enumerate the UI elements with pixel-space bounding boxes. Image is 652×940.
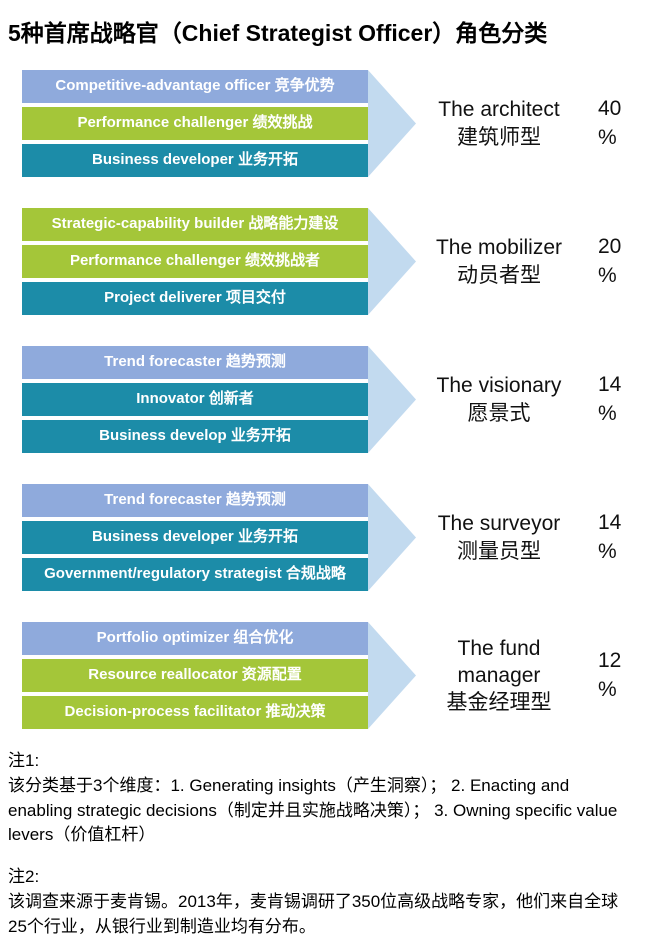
bars-stack: Strategic-capability builder 战略能力建设 Perf… [22,208,368,315]
role-percent: 40 % [598,95,642,152]
bar-segment: Trend forecaster 趋势预测 [22,484,368,517]
bars-stack: Trend forecaster 趋势预测 Business developer… [22,484,368,591]
role-group-architect: Competitive-advantage officer 竞争优势 Perfo… [22,70,642,177]
note-2: 注2: 该调查来源于麦肯锡。2013年，麦肯锡调研了350位高级战略专家，他们来… [8,865,626,939]
page-title: 5种首席战略官（Chief Strategist Officer）角色分类 [8,20,548,46]
role-name-en: The architect [438,98,560,122]
role-group-visionary: Trend forecaster 趋势预测 Innovator 创新者 Busi… [22,346,642,453]
role-name-zh: 愿景式 [467,401,531,425]
note-2-heading: 注2: [8,867,40,887]
percent-unit: % [598,263,617,287]
bars-stack: Trend forecaster 趋势预测 Innovator 创新者 Busi… [22,346,368,453]
percent-unit: % [598,539,617,563]
role-name-en: The mobilizer [435,236,563,260]
arrow-right-icon [368,622,416,729]
role-label: The surveyor 测量员型 [424,510,574,565]
bar-segment: Business developer 业务开拓 [22,144,368,177]
percent-value: 40 [598,97,622,121]
role-percent: 14 % [598,371,642,428]
bar-segment: Decision-process facilitator 推动决策 [22,696,368,729]
role-name-zh: 基金经理型 [446,691,552,715]
bar-segment: Performance challenger 绩效挑战者 [22,245,368,278]
role-group-fund-manager: Portfolio optimizer 组合优化 Resource reallo… [22,622,642,729]
bars-stack: Competitive-advantage officer 竞争优势 Perfo… [22,70,368,177]
percent-value: 20 [598,235,622,259]
role-label: The visionary 愿景式 [424,372,574,427]
bar-segment: Government/regulatory strategist 合规战略 [22,558,368,591]
note-1-heading: 注1: [8,751,40,770]
role-name-en: The fund manager [457,636,541,687]
bar-segment: Competitive-advantage officer 竞争优势 [22,70,368,103]
percent-unit: % [598,401,617,425]
arrow-right-icon [368,484,416,591]
role-name-zh: 动员者型 [457,263,541,287]
percent-value: 14 [598,373,622,397]
role-name-zh: 测量员型 [457,539,541,563]
bar-segment: Strategic-capability builder 战略能力建设 [22,208,368,241]
arrow-right-icon [368,70,416,177]
bar-segment: Resource reallocator 资源配置 [22,659,368,692]
bar-segment: Innovator 创新者 [22,383,368,416]
bars-stack: Portfolio optimizer 组合优化 Resource reallo… [22,622,368,729]
role-group-mobilizer: Strategic-capability builder 战略能力建设 Perf… [22,208,642,315]
percent-unit: % [598,125,617,149]
role-label: The fund manager 基金经理型 [424,635,574,717]
arrow-right-icon [368,346,416,453]
bar-segment: Project deliverer 项目交付 [22,282,368,315]
note-2-body: 该调查来源于麦肯锡。2013年，麦肯锡调研了350位高级战略专家，他们来自全球2… [8,892,619,936]
percent-value: 12 [598,649,622,673]
percent-unit: % [598,677,617,701]
role-percent: 14 % [598,509,642,566]
role-group-surveyor: Trend forecaster 趋势预测 Business developer… [22,484,642,591]
bar-segment: Trend forecaster 趋势预测 [22,346,368,379]
note-1: 注1: 该分类基于3个维度：1. Generating insights（产生洞… [8,749,626,848]
role-label: The architect 建筑师型 [424,96,574,151]
percent-value: 14 [598,511,622,535]
note-1-body: 该分类基于3个维度：1. Generating insights（产生洞察）； … [8,775,618,845]
footnotes: 注1: 该分类基于3个维度：1. Generating insights（产生洞… [8,749,642,940]
bar-segment: Business developer 业务开拓 [22,521,368,554]
bar-segment: Business develop 业务开拓 [22,420,368,453]
role-name-en: The surveyor [437,512,561,536]
bar-segment: Performance challenger 绩效挑战 [22,107,368,140]
role-name-zh: 建筑师型 [457,125,541,149]
role-groups: Competitive-advantage officer 竞争优势 Perfo… [22,70,642,729]
arrow-right-icon [368,208,416,315]
role-label: The mobilizer 动员者型 [424,234,574,289]
role-name-en: The visionary [436,374,562,398]
role-percent: 12 % [598,647,642,704]
role-percent: 20 % [598,233,642,290]
bar-segment: Portfolio optimizer 组合优化 [22,622,368,655]
